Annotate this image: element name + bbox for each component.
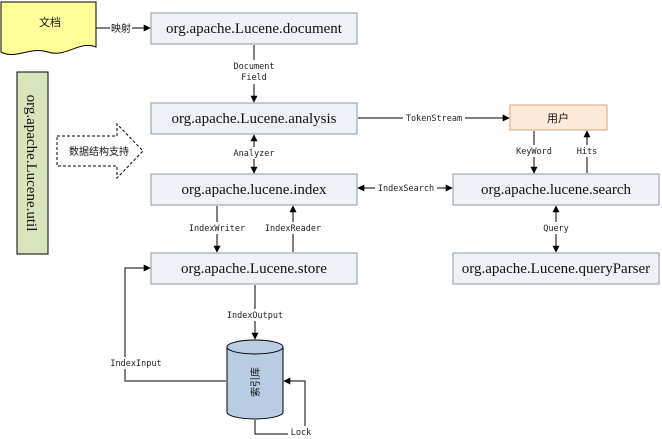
index-search-edge-label: IndexSearch	[378, 184, 434, 194]
index-db-cylinder	[226, 347, 284, 420]
store-package-box	[150, 252, 358, 285]
index-db-top	[226, 339, 284, 355]
hits-edge-label: Hits	[577, 147, 597, 157]
search-package-box	[452, 173, 660, 206]
user-box	[509, 104, 608, 131]
util-package-box	[16, 71, 49, 255]
user-label: 用户	[547, 111, 569, 125]
analysis-package-box	[150, 102, 358, 135]
document-edge-label: Document	[234, 62, 275, 72]
search-package-label: org.apache.lucene.search	[481, 182, 632, 198]
index-input-edge	[124, 264, 226, 382]
index-db-label: 索引库	[249, 367, 262, 397]
document-package-label: org.apache.Lucene.document	[166, 21, 343, 37]
index-package-box	[150, 173, 358, 206]
util-package-label: org.apache.Lucene.util	[23, 95, 39, 232]
document-package-box	[150, 12, 358, 45]
queryparser-package-label: org.apache.Lucene.queryParser	[462, 261, 650, 277]
index-output-edge-label: IndexOutput	[227, 311, 283, 321]
document-source-label: 文档	[39, 15, 61, 29]
analysis-package-label: org.apache.Lucene.analysis	[171, 111, 336, 127]
store-package-label: org.apache.Lucene.store	[181, 261, 327, 277]
token-stream-edge-label: TokenStream	[406, 114, 462, 124]
query-edge-label: Query	[543, 224, 569, 234]
lock-edge-label: Lock	[291, 428, 311, 438]
index-input-edge-label: IndexInput	[110, 359, 161, 369]
index-package-label: org.apache.lucene.index	[181, 182, 327, 198]
index-writer-edge-label: IndexWriter	[189, 224, 245, 234]
document-source-shape	[0, 1, 97, 56]
index-reader-edge-label: IndexReader	[265, 224, 321, 234]
support-block-arrow	[56, 122, 144, 180]
support-arrow-label: 数据结构支持	[69, 145, 129, 158]
field-edge-label: Field	[241, 73, 267, 83]
keyword-edge-label: KeyWord	[516, 147, 552, 157]
map-edge-label: 映射	[111, 23, 131, 35]
analyzer-edge-label: Analyzer	[234, 149, 275, 159]
queryparser-package-box	[452, 252, 660, 285]
